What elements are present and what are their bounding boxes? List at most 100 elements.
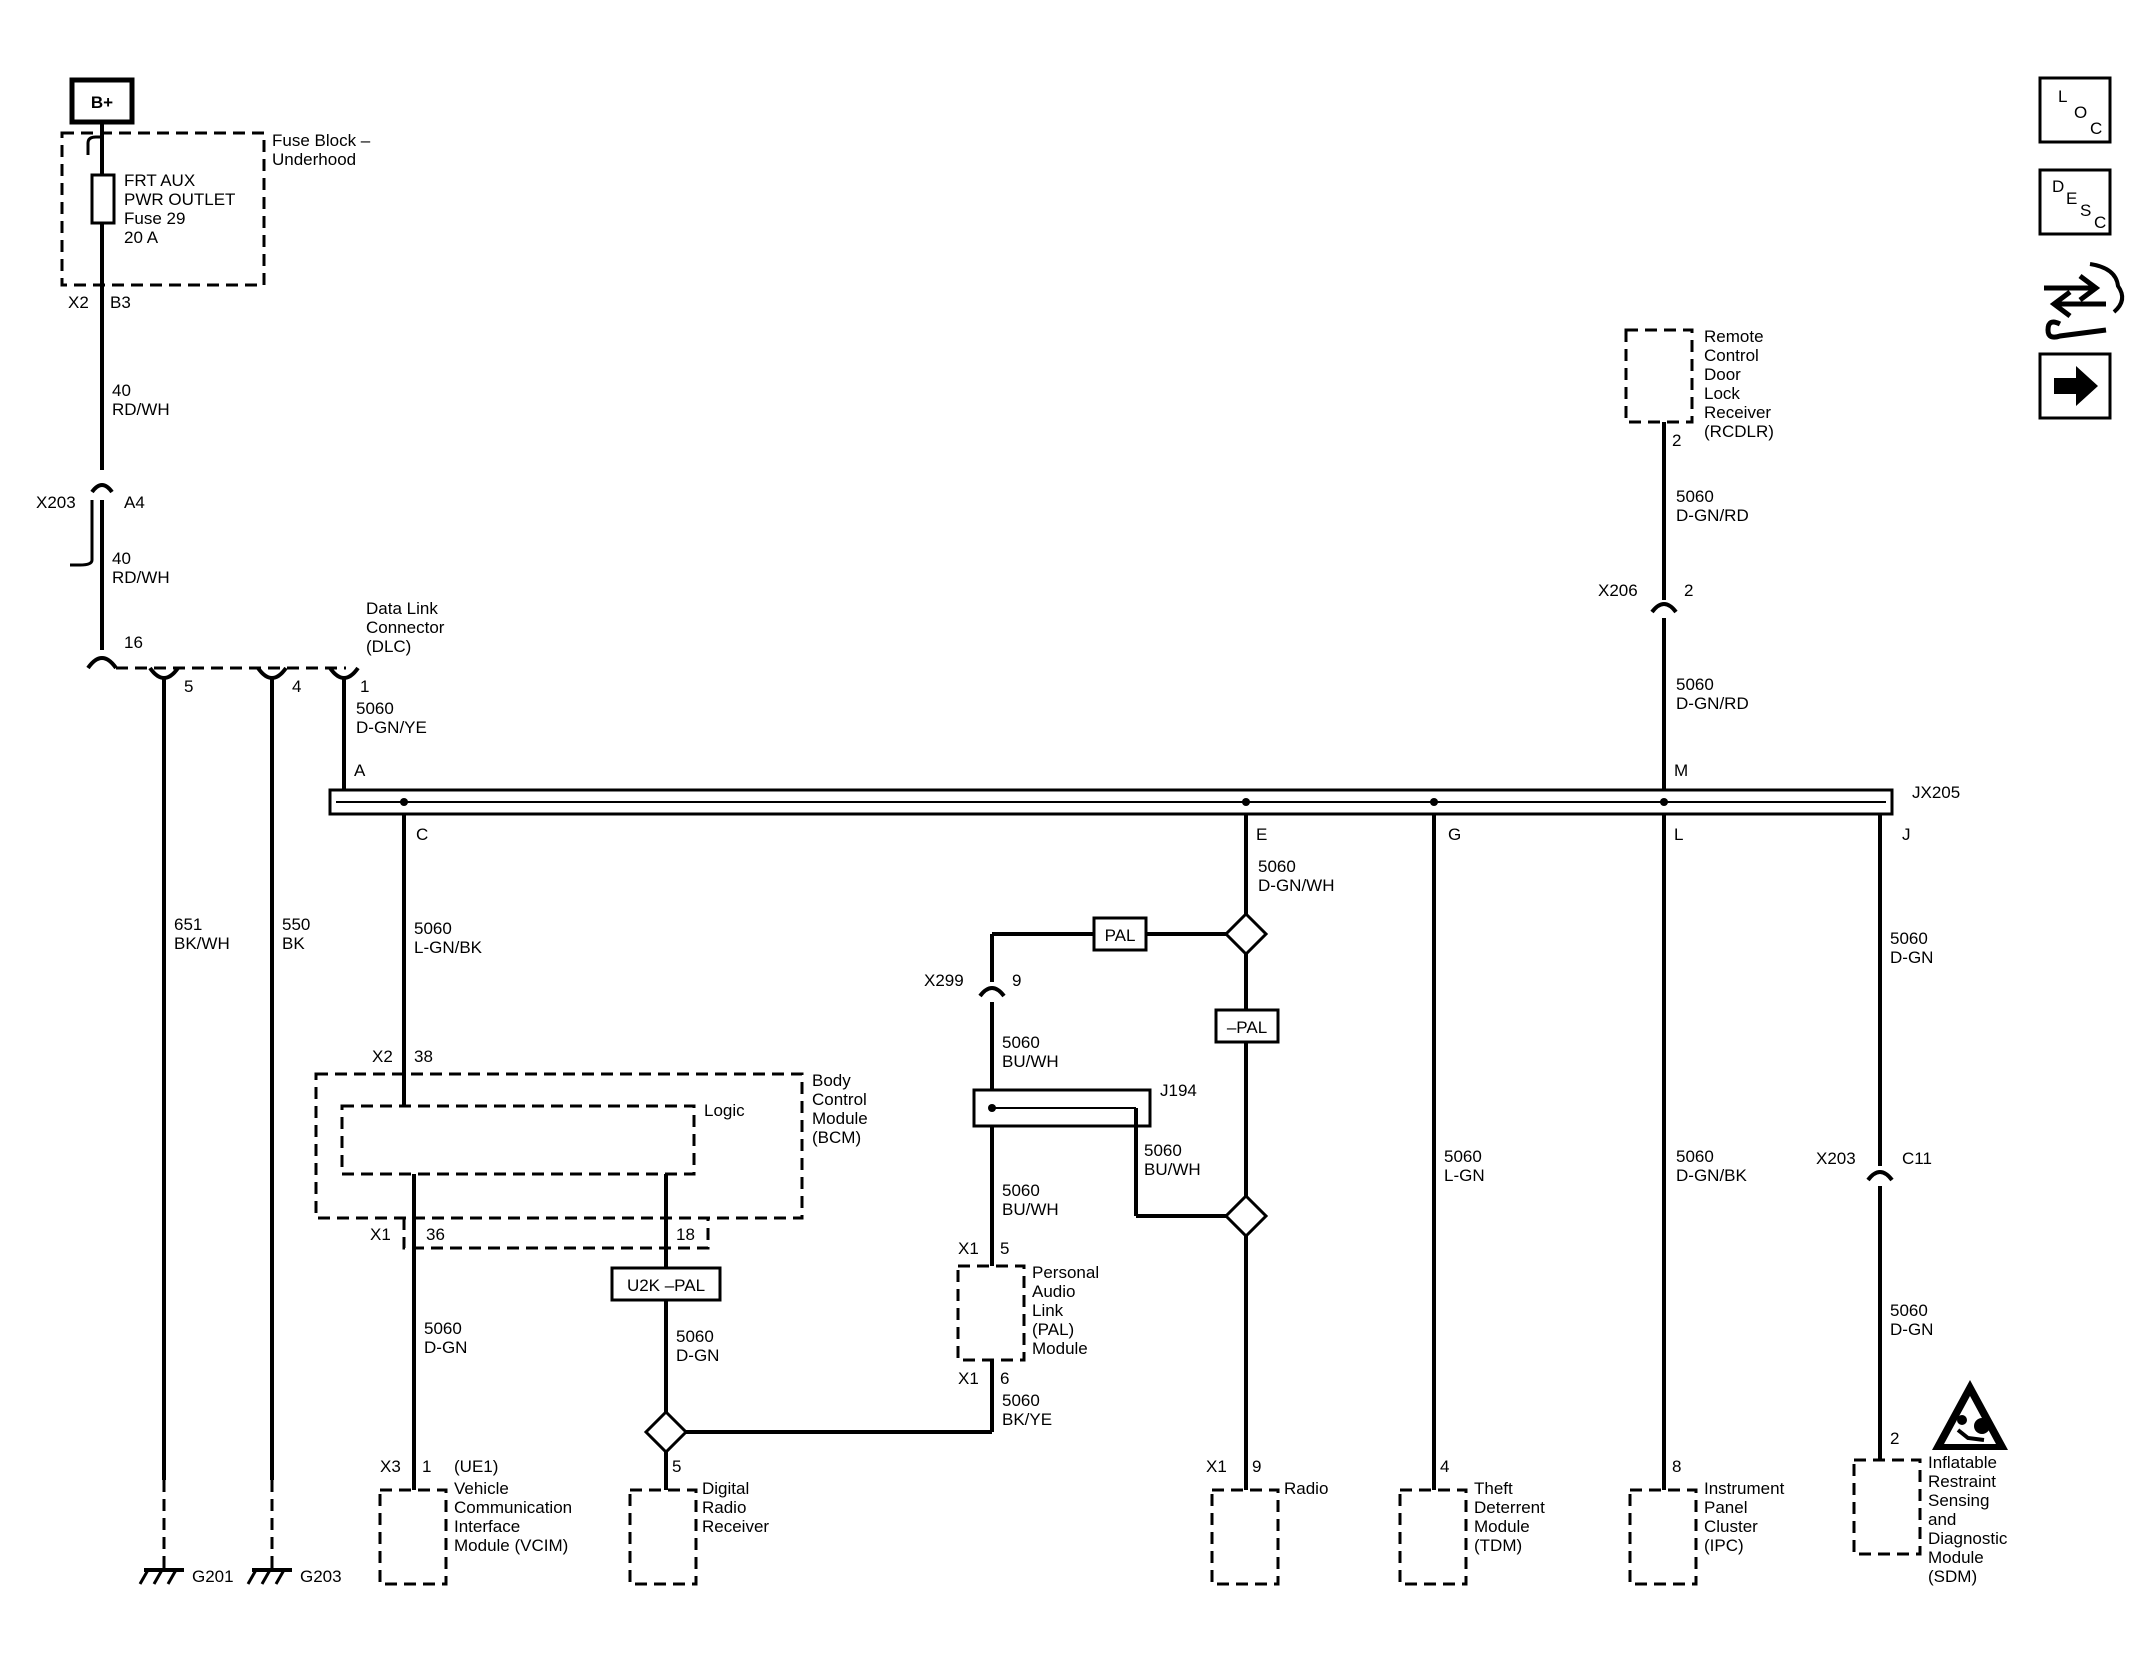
- sdm-wire-color: D-GN: [1890, 1320, 1933, 1339]
- tdm-label-1: Theft: [1474, 1479, 1513, 1498]
- fuse-name-2: PWR OUTLET: [124, 190, 235, 209]
- splice-j194-label: J194: [1160, 1081, 1197, 1100]
- svg-text:O: O: [2074, 103, 2087, 122]
- ipc-label-1: Instrument: [1704, 1479, 1785, 1498]
- pal-label-3: Link: [1032, 1301, 1064, 1320]
- pal-label-2: Audio: [1032, 1282, 1075, 1301]
- pal-in-wire-number: 5060: [1002, 1181, 1040, 1200]
- fuse-block-title-2: Underhood: [272, 150, 356, 169]
- ipc-label-4: (IPC): [1704, 1536, 1744, 1555]
- splice-pin-e: E: [1256, 825, 1267, 844]
- dlc-title-1: Data Link: [366, 599, 438, 618]
- tdm-module: [1398, 1488, 1468, 1586]
- fuse-block-pin: B3: [110, 293, 131, 312]
- tdm-wire-color: L-GN: [1444, 1166, 1485, 1185]
- next-arrow-icon[interactable]: [2038, 352, 2112, 420]
- rcdlr-label-6: (RCDLR): [1704, 422, 1774, 441]
- sdm-label-7: (SDM): [1928, 1567, 1977, 1586]
- tdm-wire-number: 5060: [1444, 1147, 1482, 1166]
- rcdlr-label-5: Receiver: [1704, 403, 1771, 422]
- sdm-module: [1852, 1458, 1922, 1556]
- splice-e-wire-color: D-GN/WH: [1258, 876, 1334, 895]
- fuse-rating: 20 A: [124, 228, 159, 247]
- bcm-label-3: Module: [812, 1109, 868, 1128]
- tdm-label-4: (TDM): [1474, 1536, 1522, 1555]
- pal-label-1: Personal: [1032, 1263, 1099, 1282]
- x203-a4-connector-label: X203: [36, 493, 76, 512]
- x206-pin-label: 2: [1684, 581, 1693, 600]
- dlc-pin-5-label: 5: [184, 677, 193, 696]
- ground-g201-icon: [138, 1568, 184, 1585]
- desc-icon[interactable]: D E S C: [2038, 168, 2112, 236]
- rcdlr-label-3: Door: [1704, 365, 1741, 384]
- loc-icon[interactable]: L O C: [2038, 76, 2112, 144]
- svg-text:E: E: [2066, 189, 2077, 208]
- vcim-pin-label: 1: [422, 1457, 431, 1476]
- sdm-label-6: Module: [1928, 1548, 1984, 1567]
- bcm-x1-connector-outline: [402, 1218, 710, 1250]
- dlc-pin-16-label: 16: [124, 633, 143, 652]
- x203-c11-pin-label: C11: [1902, 1149, 1932, 1168]
- bcm-label-2: Control: [812, 1090, 867, 1109]
- rcdlr-wire-number: 5060: [1676, 487, 1714, 506]
- dlc-title-3: (DLC): [366, 637, 411, 656]
- splice-pin-m: M: [1674, 761, 1688, 780]
- vcim-wire-number: 5060: [424, 1319, 462, 1338]
- vcim-wire-color: D-GN: [424, 1338, 467, 1357]
- battery-label: B+: [91, 93, 113, 112]
- drr-wire-number: 5060: [676, 1327, 714, 1346]
- rcdlr-wire-color: D-GN/RD: [1676, 506, 1749, 525]
- pal-out-wire-number: 5060: [1002, 1391, 1040, 1410]
- x203-c11-connector-label: X203: [1816, 1149, 1856, 1168]
- svg-text:D: D: [2052, 177, 2064, 196]
- dlc-wire-color: D-GN/YE: [356, 718, 427, 737]
- pal-option-label: PAL: [1105, 926, 1136, 945]
- drr-pin-label: 5: [672, 1457, 681, 1476]
- radio-connector-label: X1: [1206, 1457, 1227, 1476]
- bcm-label-4: (BCM): [812, 1128, 861, 1147]
- splice-j-wire-number: 5060: [1890, 929, 1928, 948]
- bcm-x1-connector-label: X1: [370, 1225, 391, 1244]
- svg-text:C: C: [2090, 119, 2102, 138]
- fuse-block-title-1: Fuse Block –: [272, 131, 371, 150]
- sdm-label-5: Diagnostic: [1928, 1529, 2008, 1548]
- pal-label-5: Module: [1032, 1339, 1088, 1358]
- vcim-label-1: Vehicle: [454, 1479, 509, 1498]
- rcdlr-pin-label: 2: [1672, 431, 1681, 450]
- wire-651-color: BK/WH: [174, 934, 230, 953]
- x299-pin-label: 9: [1012, 971, 1021, 990]
- svg-text:C: C: [2094, 213, 2106, 232]
- bcm-logic-block: [340, 1104, 696, 1176]
- pal-x1-in-connector-label: X1: [958, 1239, 979, 1258]
- drr-option-diamond: [643, 1409, 689, 1455]
- not-pal-option-label: –PAL: [1227, 1018, 1267, 1037]
- wire-40a-number: 40: [112, 381, 131, 400]
- wire-550-color: BK: [282, 934, 305, 953]
- ipc-wire-color: D-GN/BK: [1676, 1166, 1748, 1185]
- x299-wire-number: 5060: [1002, 1033, 1040, 1052]
- rcdlr-module: [1624, 328, 1694, 424]
- drr-label-1: Digital: [702, 1479, 749, 1498]
- fuse-29: [90, 173, 116, 225]
- connector-end-view-icon[interactable]: [2044, 262, 2125, 340]
- x206-connector: [1650, 602, 1678, 614]
- u2k-pal-label: U2K –PAL: [627, 1276, 705, 1295]
- splice-pin-g: G: [1448, 825, 1461, 844]
- x299-connector: [978, 986, 1006, 998]
- fuse-block-connector: X2: [68, 293, 89, 312]
- bcm-pin-18-label: 18: [676, 1225, 695, 1244]
- vcim-label-4: Module (VCIM): [454, 1536, 568, 1555]
- splice-j-wire-color: D-GN: [1890, 948, 1933, 967]
- dlc-pin-1-label: 1: [360, 677, 369, 696]
- ground-g203-label: G203: [300, 1567, 342, 1586]
- drr-module: [628, 1488, 698, 1586]
- splice-pack-label: JX205: [1912, 783, 1960, 802]
- x299-connector-label: X299: [924, 971, 964, 990]
- radio-module: [1210, 1488, 1280, 1586]
- pal-in-wire-color: BU/WH: [1002, 1200, 1059, 1219]
- bcm-x2-connector-label: X2: [372, 1047, 393, 1066]
- radio-label: Radio: [1284, 1479, 1328, 1498]
- j194-wire-number: 5060: [1144, 1141, 1182, 1160]
- splice-c-wire-color: L-GN/BK: [414, 938, 483, 957]
